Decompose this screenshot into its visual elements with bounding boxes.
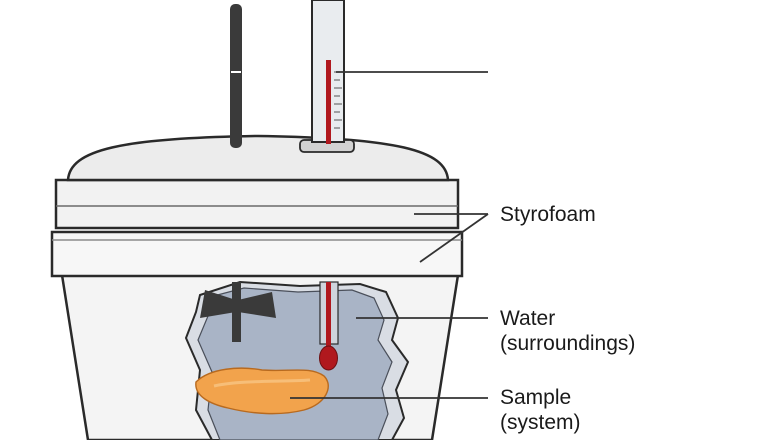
label-sample: Sample	[500, 386, 572, 409]
stirrer-icon	[230, 4, 242, 148]
label-water: Water	[500, 307, 556, 330]
cup-rim-lower	[50, 230, 464, 278]
label-styrofoam: Styrofoam	[500, 203, 596, 226]
label-surroundings: (surroundings)	[500, 332, 636, 355]
label-system: (system)	[500, 411, 581, 434]
thermometer-icon	[311, 0, 345, 144]
stirrer-paddle	[200, 282, 276, 342]
lid-top	[66, 134, 450, 182]
cup-rim-upper	[54, 178, 460, 230]
leader-styrofoam-lower	[419, 213, 489, 263]
thermometer-lower	[319, 281, 339, 371]
